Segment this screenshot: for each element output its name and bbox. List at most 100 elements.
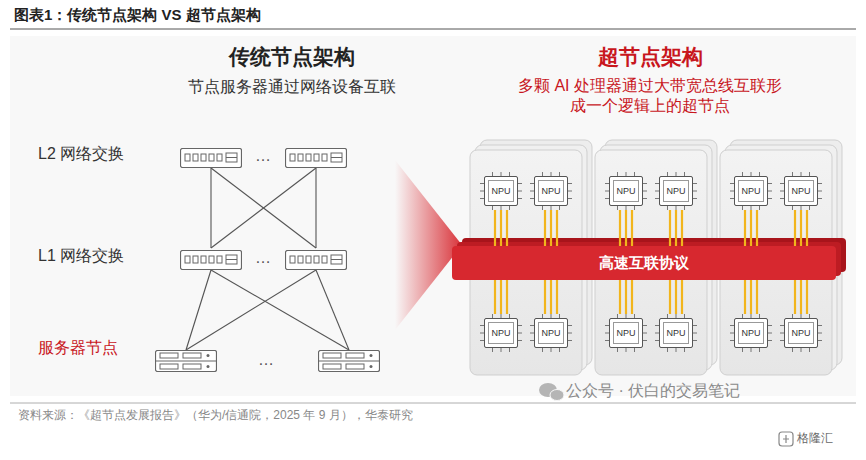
interconnect-band: 高速互联协议 [452,246,836,280]
chip-pin [809,348,810,352]
bus-connector [750,210,752,246]
bus-group [670,210,682,246]
bus-connector [675,210,677,246]
chip-pin [559,206,560,210]
chip-pin [809,206,810,210]
bus-group [545,280,557,314]
chip-pin [818,198,822,199]
chip-pin [626,348,627,352]
chip-pin [676,206,677,210]
layer-label: L2 网络交换 [38,144,124,164]
chip-pin [742,206,743,210]
chip-pin [818,340,822,341]
chip-pin [501,206,502,210]
chip-label: NPU [741,328,760,338]
bus-line [494,210,496,246]
chip-pin [492,206,493,210]
chip-label: NPU [791,328,810,338]
watermark: 格隆汇 [797,431,833,446]
panel-subtitle: 节点服务器通过网络设备互联 [188,77,396,97]
chip-pin [676,348,677,352]
chip-pin [768,333,772,334]
bus-line [794,210,796,246]
chip-pin [643,325,647,326]
panel-heading: 超节点架构 [598,44,703,70]
bus-connector [625,210,627,246]
chip-pin [818,325,822,326]
npu-chip: NPU [484,318,518,348]
chip-pin [643,333,647,334]
chip-pin [568,325,572,326]
chip-pin [742,348,743,352]
chip-pin [501,348,502,352]
bus-line [794,280,796,314]
chip-pin [693,183,697,184]
chip-pin [751,348,752,352]
source-caption: 资料来源：《超节点发展报告》（华为/信通院，2025 年 9 月），华泰研究 [18,408,413,423]
chip-pin [634,206,635,210]
bus-line [494,280,496,314]
chip-pin [693,191,697,192]
bus-line [744,210,746,246]
chip-pin [568,333,572,334]
chip-label: NPU [491,328,510,338]
chip-pin [634,348,635,352]
chip-pin [792,348,793,352]
chip-pin [759,348,760,352]
chip-pin [818,333,822,334]
chip-pin [509,206,510,210]
chip-pin [684,206,685,210]
band-label: 高速互联协议 [599,254,689,273]
chip-pin [542,206,543,210]
bus-connector [500,280,502,314]
chip-pin [818,183,822,184]
bus-line [744,280,746,314]
bus-line [806,210,808,246]
bus-line [544,210,546,246]
bus-connector [750,280,752,314]
bus-line [756,280,758,314]
chip-pin [518,198,522,199]
chip-label: NPU [741,186,760,196]
chip-pin [693,340,697,341]
chip-pin [643,198,647,199]
npu-chip: NPU [534,176,568,206]
chip-pin [667,348,668,352]
chip-pin [643,183,647,184]
bus-line [544,280,546,314]
npu-chip: NPU [609,176,643,206]
chip-pin [551,348,552,352]
bus-line [681,280,683,314]
chip-pin [768,198,772,199]
bus-connector [675,280,677,314]
chip-pin [792,206,793,210]
bus-group [795,280,807,314]
bus-line [506,280,508,314]
chip-pin [509,348,510,352]
npu-chip: NPU [609,318,643,348]
chip-pin [693,325,697,326]
npu-chip: NPU [659,176,693,206]
bus-line [556,280,558,314]
ellipsis: … [255,146,271,166]
chip-pin [818,191,822,192]
figure-title: 图表1：传统节点架构 VS 超节点架构 [14,6,261,25]
chip-pin [568,198,572,199]
chip-pin [559,348,560,352]
chip-pin [568,191,572,192]
chip-pin [518,183,522,184]
chip-pin [768,325,772,326]
chip-pin [801,206,802,210]
chip-pin [568,183,572,184]
bus-connector [550,280,552,314]
chip-pin [518,333,522,334]
chip-pin [617,206,618,210]
watermark: 公众号 · 伏白的交易笔记 [566,381,740,401]
ellipsis: … [255,248,271,268]
bus-line [631,210,633,246]
bus-line [669,280,671,314]
chip-pin [617,348,618,352]
chip-pin [518,340,522,341]
chip-pin [518,325,522,326]
chip-label: NPU [541,186,560,196]
